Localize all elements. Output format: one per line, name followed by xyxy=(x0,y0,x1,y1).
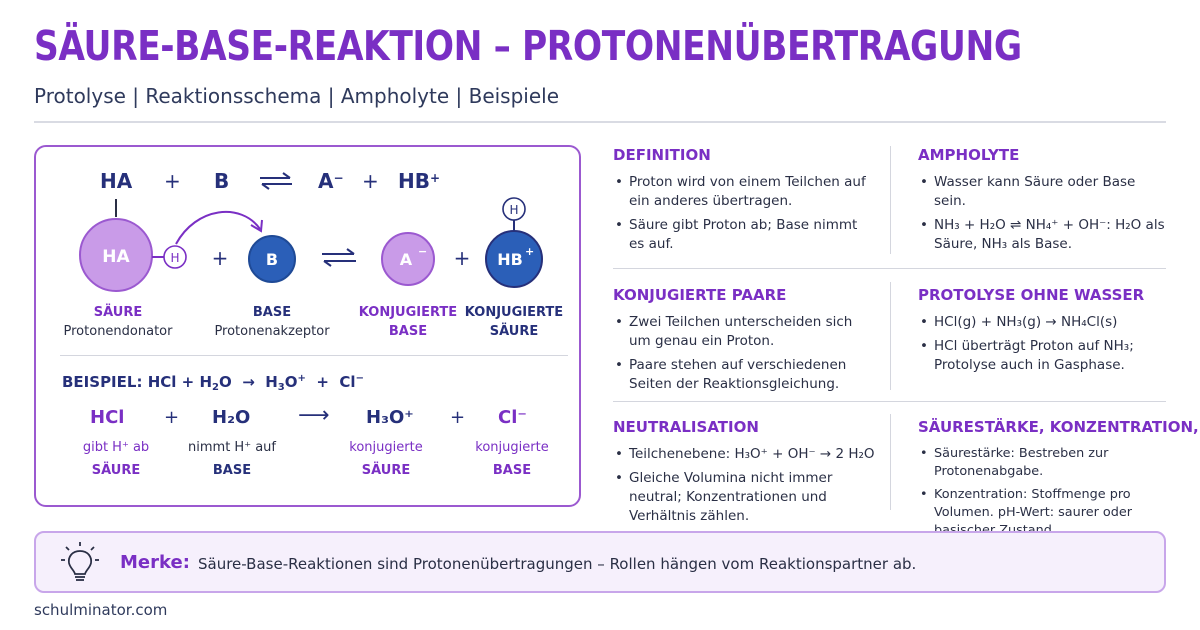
section-divider xyxy=(613,268,1166,269)
svg-text:+: + xyxy=(525,245,534,258)
list-item: Säurestärke: Bestreben zur Protonenabgab… xyxy=(918,445,1172,481)
role-conj-base: KONJUGIERTE BASE xyxy=(358,305,458,339)
example-species-cl: Cl⁻ xyxy=(498,407,527,428)
list-item: HCl überträgt Proton auf NH₃; Protolyse … xyxy=(918,337,1166,375)
section-pairs: KONJUGIERTE PAARE Zwei Teilchen untersch… xyxy=(613,286,875,399)
scheme-top-conj-base: A− xyxy=(318,169,344,193)
header-divider xyxy=(34,121,1166,123)
acid-circle-label: HA xyxy=(102,247,130,267)
section-neutral-title: NEUTRALISATION xyxy=(613,418,759,436)
example-species-hcl: HCl xyxy=(90,407,125,428)
section-strength-title: SÄURESTÄRKE, KONZENTRATION, pH xyxy=(918,418,1200,436)
scheme-top-base: B xyxy=(214,169,230,193)
example-equation: BEISPIEL: HCl + H2O → H3O+ + Cl− xyxy=(62,373,364,393)
section-neutral: NEUTRALISATION Teilchenebene: H₃O⁺ + OH⁻… xyxy=(613,418,883,531)
equilibrium-arrow-icon xyxy=(260,172,292,190)
example-arrow-icon: ⟶ xyxy=(298,403,330,428)
list-item: Teilchenebene: H₃O⁺ + OH⁻ → 2 H₂O xyxy=(613,445,883,464)
column-divider xyxy=(890,282,891,390)
section-ampholyte-title: AMPHOLYTE xyxy=(918,146,1020,164)
diagram-plus-2: + xyxy=(454,246,471,270)
list-item: Wasser kann Säure oder Base sein. xyxy=(918,173,1166,211)
conj-base-circle-label: A xyxy=(400,250,413,269)
page-title: SÄURE-BASE-REAKTION – PROTONENÜBERTRAGUN… xyxy=(34,22,1022,70)
protolysis-diagram: HA H + B A − + H HB + xyxy=(79,197,543,292)
lightbulb-icon xyxy=(61,542,99,581)
merke-box: Merke: Säure-Base-Reaktionen sind Proton… xyxy=(34,531,1166,593)
example-species-h3o: H₃O⁺ xyxy=(366,407,414,428)
list-item: Paare stehen auf verschiedenen Seiten de… xyxy=(613,356,875,394)
example-label-h2o: nimmt H⁺ auf BASE xyxy=(188,440,276,478)
list-item: Säure gibt Proton ab; Base nimmt es auf. xyxy=(613,216,875,254)
reaction-scheme-panel: HA + B A− + HB+ HA H + B A − xyxy=(34,145,581,507)
list-item: NH₃ + H₂O ⇌ NH₄⁺ + OH⁻: H₂O als Säure, N… xyxy=(918,216,1166,254)
section-definition-title: DEFINITION xyxy=(613,146,711,164)
base-circle xyxy=(248,235,296,283)
panel-divider xyxy=(60,355,568,356)
scheme-top-plus-1: + xyxy=(164,169,181,193)
acid-circle xyxy=(79,218,153,292)
proton-label: H xyxy=(170,251,179,265)
example-plus-1: + xyxy=(164,407,180,428)
section-definition: DEFINITION Proton wird von einem Teilche… xyxy=(613,146,875,259)
conj-base-circle xyxy=(381,232,435,286)
list-item: Gleiche Volumina nicht immer neutral; Ko… xyxy=(613,469,883,526)
section-strength: SÄURESTÄRKE, KONZENTRATION, pH Säurestär… xyxy=(918,418,1200,545)
page-subtitle: Protolyse | Reaktionsschema | Ampholyte … xyxy=(34,84,560,108)
section-no-water-title: PROTOLYSE OHNE WASSER xyxy=(918,286,1145,304)
column-divider xyxy=(890,146,891,254)
scheme-top-conj-acid: HB+ xyxy=(398,169,441,193)
merke-label: Merke: xyxy=(120,552,190,573)
role-conj-acid: KONJUGIERTE SÄURE xyxy=(464,305,564,339)
example-label-hcl: gibt H⁺ ab SÄURE xyxy=(82,440,150,478)
column-divider xyxy=(890,414,891,510)
role-base: BASE Protonenakzeptor xyxy=(214,305,330,339)
example-plus-2: + xyxy=(450,407,466,428)
conj-acid-circle xyxy=(485,230,543,288)
section-divider xyxy=(613,401,1166,402)
list-item: Proton wird von einem Teilchen auf ein a… xyxy=(613,173,875,211)
role-acid: SÄURE Protonendonator xyxy=(63,305,173,339)
section-pairs-title: KONJUGIERTE PAARE xyxy=(613,286,787,304)
merke-text: Säure-Base-Reaktionen sind Protonenübert… xyxy=(198,555,917,573)
example-label-cl: konjugierte BASE xyxy=(475,440,549,478)
section-no-water: PROTOLYSE OHNE WASSER HCl(g) + NH₃(g) → … xyxy=(918,286,1166,380)
base-circle-label: B xyxy=(266,250,278,269)
example-species-h2o: H₂O xyxy=(212,407,251,428)
svg-text:H: H xyxy=(509,203,518,217)
scheme-top-acid: HA xyxy=(100,169,133,193)
footer-site: schulminator.com xyxy=(34,601,168,619)
scheme-top-plus-2: + xyxy=(362,169,379,193)
diagram-plus-1: + xyxy=(212,246,229,270)
example-label-h3o: konjugierte SÄURE xyxy=(349,440,423,478)
conj-acid-circle-label: HB xyxy=(497,250,523,269)
list-item: Zwei Teilchen unterscheiden sich um gena… xyxy=(613,313,875,351)
list-item: HCl(g) + NH₃(g) → NH₄Cl(s) xyxy=(918,313,1166,332)
proton-transfer-arrow-icon xyxy=(175,211,261,245)
svg-text:−: − xyxy=(418,245,427,258)
section-ampholyte: AMPHOLYTE Wasser kann Säure oder Base se… xyxy=(918,146,1166,259)
proton-circle xyxy=(163,245,187,269)
